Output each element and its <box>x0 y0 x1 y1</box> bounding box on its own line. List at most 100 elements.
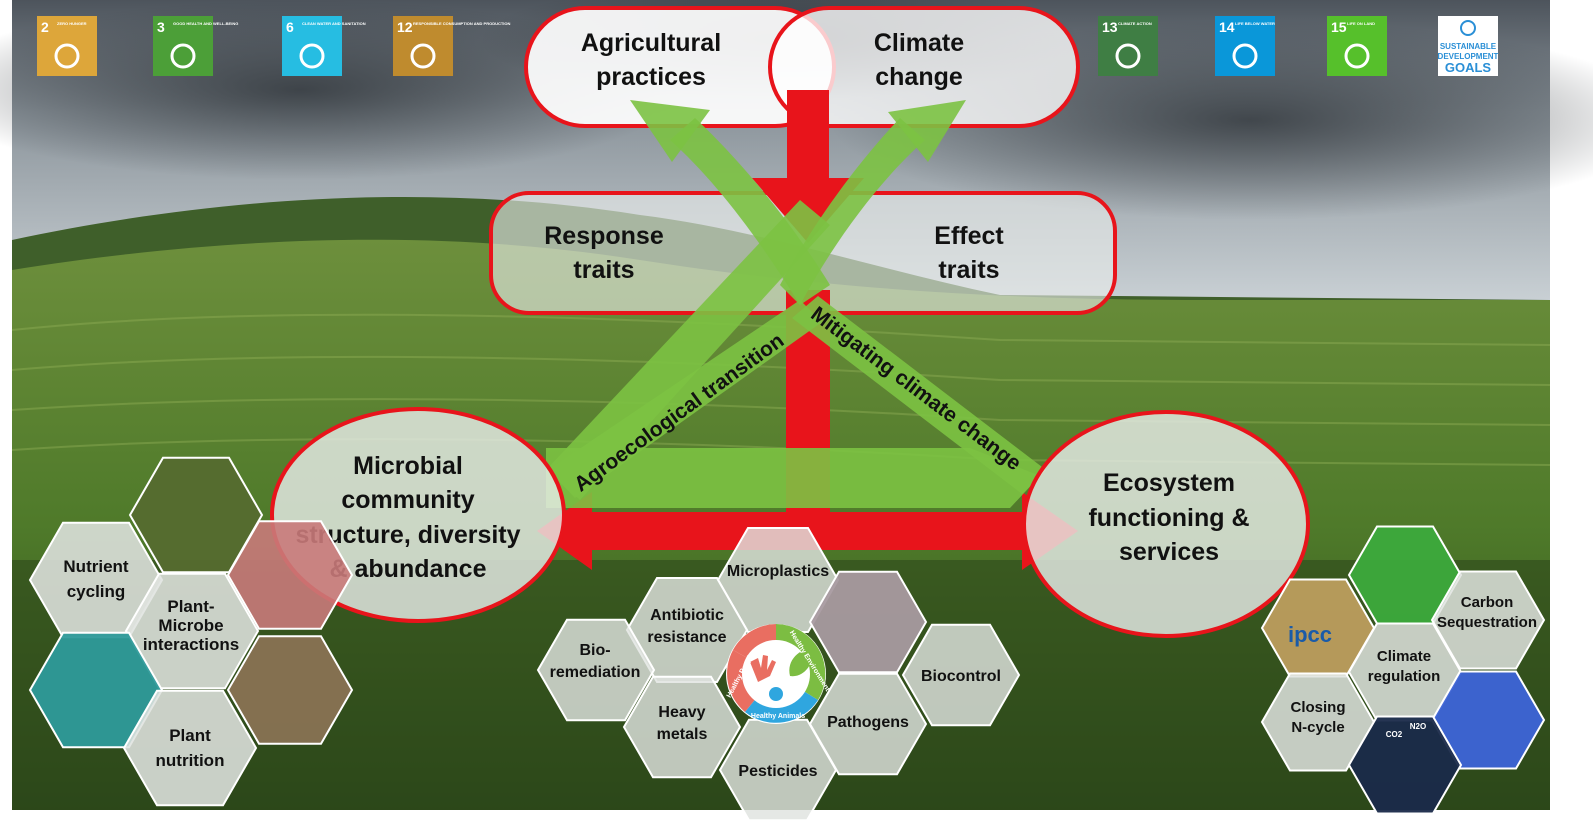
ecosystem-line3: services <box>1119 538 1219 566</box>
nutrient-cycling-line2: cycling <box>67 582 126 601</box>
microbial-line4: & abundance <box>330 555 487 583</box>
carbon-line2: Sequestration <box>1437 614 1537 631</box>
plant-microbe-line3: interactions <box>143 635 239 654</box>
green-curve-right <box>780 118 925 305</box>
food-bowl-icon <box>54 43 80 69</box>
green-arrowhead-left <box>630 100 710 162</box>
hex-earth-photo <box>1347 715 1463 815</box>
healthy-animals-label: Healthy Animals <box>751 713 805 720</box>
paw-icon <box>769 687 783 701</box>
hex-pink-microbe-photo <box>226 520 354 630</box>
sdg-number: 14 <box>1219 19 1235 35</box>
infinity-icon <box>410 43 436 69</box>
sdg-number: 6 <box>286 19 294 35</box>
ecosystem-line1: Ecosystem <box>1103 469 1235 497</box>
climate-regulation-line1: Climate <box>1377 648 1431 665</box>
sdg-caption: GOOD HEALTH AND WELL-BEING <box>173 21 238 26</box>
sdg-caption: CLEAN WATER AND SANITATION <box>302 21 366 26</box>
hex-carbon <box>1430 570 1546 670</box>
closing-line1: Closing <box>1291 699 1346 716</box>
sdg-number: 2 <box>41 19 49 35</box>
one-health-emblem: Healthy People Healthy Environment Healt… <box>726 624 831 724</box>
response-traits-line2: traits <box>573 256 634 284</box>
plant-nutrition-line2: nutrition <box>156 751 225 770</box>
sdg-logo-line2: DEVELOPMENT <box>1438 52 1499 61</box>
sdg-icon-2: 2 ZERO HUNGER <box>37 16 97 76</box>
ipcc-logo-text: ipcc <box>1288 622 1332 647</box>
climate-regulation-line2: regulation <box>1368 668 1441 685</box>
sdg-icon-3: 3 GOOD HEALTH AND WELL-BEING <box>153 16 238 76</box>
sdg-caption: LIFE ON LAND <box>1347 21 1375 26</box>
green-arrowhead-right <box>888 100 966 162</box>
hex-fungi-photo <box>808 570 928 674</box>
sdg-icon-6: 6 CLEAN WATER AND SANITATION <box>282 16 366 76</box>
sdg-caption: CLIMATE ACTION <box>1118 21 1152 26</box>
microbial-line2: community <box>341 486 474 514</box>
green-arrow-right-shaft <box>546 448 1040 508</box>
pesticides-label: Pesticides <box>738 763 817 780</box>
hex-plant-nutrition <box>122 689 258 807</box>
effect-traits-line2: traits <box>938 256 999 284</box>
fish-icon <box>1232 43 1258 69</box>
microbial-line1: Microbial <box>353 452 463 480</box>
hex-pesticides <box>718 718 838 822</box>
plant-microbe-line2: Microbe <box>158 616 223 635</box>
plant-microbe-line1: Plant- <box>167 597 214 616</box>
agricultural-practices-line1: Agricultural <box>581 29 721 57</box>
microplastics-label: Microplastics <box>727 563 829 580</box>
carbon-line1: Carbon <box>1461 594 1514 611</box>
tree-icon <box>1344 43 1370 69</box>
closing-line2: N-cycle <box>1291 719 1344 736</box>
pathogens-label: Pathogens <box>827 714 909 731</box>
plant-nutrition-line1: Plant <box>169 726 211 745</box>
bioremediation-line1: Bio- <box>579 642 610 659</box>
bioremediation-line2: remediation <box>550 664 641 681</box>
climate-change-line1: Climate <box>874 29 964 57</box>
hexagon-layer <box>28 456 1546 822</box>
sdg-logo-line3: GOALS <box>1445 60 1492 75</box>
n2o-label: N2O <box>1410 722 1426 731</box>
antibiotic-line2: resistance <box>647 629 726 646</box>
sdg-number: 12 <box>397 19 413 35</box>
sdg-number: 13 <box>1102 19 1118 35</box>
sdg-number: 15 <box>1331 19 1347 35</box>
sdg-number: 3 <box>157 19 165 35</box>
eye-globe-icon <box>1115 43 1141 69</box>
water-drop-icon <box>299 43 325 69</box>
hex-dry-soil-photo <box>226 635 354 745</box>
green-arrows <box>546 100 1046 508</box>
hex-bioremediation <box>536 618 656 722</box>
hex-biocontrol <box>901 623 1021 727</box>
sdg-icon-row: 2 ZERO HUNGER 3 GOOD HEALTH AND WELL-BEING 6… <box>37 16 1387 76</box>
hex-pathogens <box>808 672 928 776</box>
antibiotic-line1: Antibiotic <box>650 607 724 624</box>
hex-closing-n-cycle <box>1260 672 1376 772</box>
heavy-metals-line1: Heavy <box>658 704 705 721</box>
hand-icon <box>750 655 776 682</box>
nutrient-cycling-line1: Nutrient <box>63 557 129 576</box>
green-curve-left <box>670 118 830 305</box>
hex-plant-microbe <box>124 572 260 690</box>
heavy-metals-line2: metals <box>657 726 708 743</box>
co2-label: CO2 <box>1386 730 1403 739</box>
effect-traits-line1: Effect <box>934 222 1004 250</box>
sdg-caption: LIFE BELOW WATER <box>1235 21 1275 26</box>
response-traits-line1: Response <box>544 222 664 250</box>
ecosystem-line2: functioning & <box>1088 504 1249 532</box>
green-band-right <box>792 296 1046 494</box>
agricultural-practices-line2: practices <box>596 63 706 91</box>
biocontrol-label: Biocontrol <box>921 668 1001 685</box>
sdg-logo: SUSTAINABLE DEVELOPMENT GOALS <box>1438 16 1499 76</box>
climate-change-line2: change <box>875 63 963 91</box>
green-band-left <box>548 300 822 498</box>
sdg-caption: ZERO HUNGER <box>57 21 87 26</box>
hex-heavy-metals <box>622 675 742 779</box>
red-arrowhead-left <box>537 492 592 570</box>
sdg-logo-line1: SUSTAINABLE <box>1440 42 1497 51</box>
